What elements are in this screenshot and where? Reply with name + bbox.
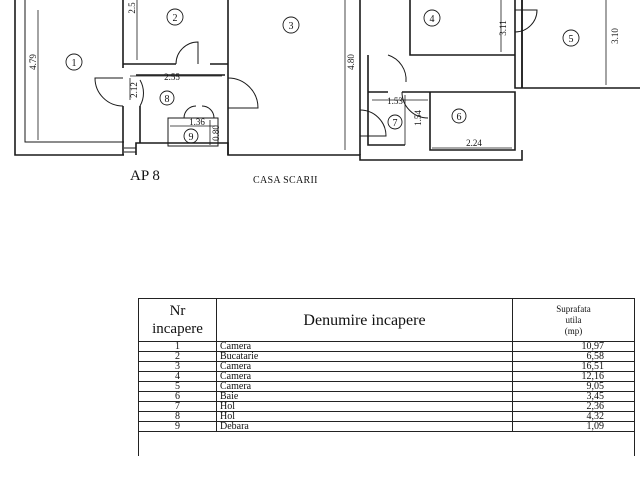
table-row: 9 Debara 1,09 (138, 421, 635, 432)
dim-room3-height: 4.80 (346, 54, 356, 70)
cell-room-name: Camera (216, 341, 513, 352)
dim-hol7-width: 1.53 (387, 96, 403, 106)
cell-room-area: 10,97 (512, 341, 635, 352)
wall-room4-bottom (409, 0, 515, 56)
cell-room-area: 16,51 (512, 361, 635, 372)
table-row: 3 Camera 16,51 (138, 361, 635, 372)
dim-bath-width: 2.24 (466, 138, 482, 148)
door-arc-bath6 (401, 91, 429, 119)
header-usable-area: Suprafata utila (mp) (512, 298, 635, 342)
cell-room-number: 9 (138, 421, 217, 432)
door-arc-room1 (94, 77, 124, 107)
entry-marks (124, 147, 136, 153)
header-room-name: Denumire incapere (216, 298, 513, 342)
header-nr-line2: incapere (152, 321, 203, 337)
cell-room-area: 3,45 (512, 391, 635, 402)
dim-hol7-height: 1.54 (413, 110, 423, 126)
dim-closet-height: 0.80 (211, 125, 221, 141)
cell-room-number: 2 (138, 351, 217, 362)
wall-hol7 (367, 55, 430, 146)
room-number-8: 8 (165, 94, 170, 105)
cell-room-name: Camera (216, 361, 513, 372)
cell-room-name: Bucatarie (216, 351, 513, 362)
room-number-7: 7 (393, 118, 398, 129)
cell-room-number: 3 (138, 361, 217, 372)
header-area-line1: Suprafata (556, 303, 591, 314)
room-number-2: 2 (173, 13, 178, 24)
cell-room-area: 6,58 (512, 351, 635, 362)
room-area-table: Nr incapere Denumire incapere Suprafata … (138, 298, 635, 456)
dim-hall-height: 2.12 (129, 82, 139, 98)
table-row: 5 Camera 9,05 (138, 381, 635, 392)
cell-room-number: 4 (138, 371, 217, 382)
closet-9 (167, 117, 219, 147)
table-footer-row (138, 431, 635, 456)
cell-room-name: Baie (216, 391, 513, 402)
table-header-row: Nr incapere Denumire incapere Suprafata … (138, 298, 635, 342)
table-row: 6 Baie 3,45 (138, 391, 635, 402)
inner-wall-left (24, 0, 124, 143)
room-number-3: 3 (289, 21, 294, 32)
cell-room-name: Hol (216, 401, 513, 412)
door-arc-room5 (514, 9, 538, 33)
cell-room-name: Camera (216, 371, 513, 382)
room-number-6: 6 (457, 112, 462, 123)
cell-room-area: 1,09 (512, 421, 635, 432)
room-number-1: 1 (72, 58, 77, 69)
dim-room5-height: 3.10 (610, 28, 620, 44)
door-arc-room4-hol7 (387, 54, 407, 83)
cell-room-name: Camera (216, 381, 513, 392)
cell-room-number: 6 (138, 391, 217, 402)
cell-room-area: 4,32 (512, 411, 635, 422)
door-arc-room3 (227, 77, 259, 109)
cell-room-number: 1 (138, 341, 217, 352)
cell-room-number: 7 (138, 401, 217, 412)
outer-wall (14, 0, 523, 161)
dim-room1-height: 4.79 (28, 54, 38, 70)
room-number-9: 9 (189, 132, 194, 143)
dim-room4-height: 3.11 (498, 20, 508, 35)
dim-hall-width: 2.55 (164, 72, 180, 82)
room-number-5: 5 (569, 34, 574, 45)
header-room-number: Nr incapere (138, 298, 217, 342)
cell-room-number: 5 (138, 381, 217, 392)
apartment-label: AP 8 (130, 168, 160, 184)
wall-hall-top (136, 74, 225, 143)
table-row: 2 Bucatarie 6,58 (138, 351, 635, 362)
stairwell-label: CASA SCARII (253, 175, 318, 186)
header-nr-line1: Nr (169, 303, 186, 319)
cell-room-area: 9,05 (512, 381, 635, 392)
cell-room-area: 12,16 (512, 371, 635, 382)
door-arc-hall (139, 79, 144, 107)
door-arc-room2 (175, 41, 199, 65)
cell-room-area: 2,36 (512, 401, 635, 412)
wall-bath6 (429, 91, 516, 151)
header-area-line3: (mp) (564, 325, 583, 336)
cell-room-name: Hol (216, 411, 513, 422)
table-footer-cell (138, 431, 635, 456)
dim-room2-height: 2.5 (127, 2, 137, 14)
door-arc-hol7 (359, 109, 387, 137)
wall-room4-right (514, 0, 640, 89)
cell-room-number: 8 (138, 411, 217, 422)
header-area-line2: utila (565, 314, 582, 325)
table-row: 4 Camera 12,16 (138, 371, 635, 382)
room-number-4: 4 (430, 14, 435, 25)
table-row: 1 Camera 10,97 (138, 341, 635, 352)
dim-closet-width: 1.36 (189, 117, 205, 127)
table-row: 7 Hol 2,36 (138, 401, 635, 412)
cell-room-name: Debara (216, 421, 513, 432)
floor-plan-drawing: 1 2 3 4 5 6 7 8 9 4.79 2.5 2.55 2.12 4.8… (14, 0, 640, 161)
table-row: 8 Hol 4,32 (138, 411, 635, 422)
door-arc-closet (183, 105, 215, 119)
